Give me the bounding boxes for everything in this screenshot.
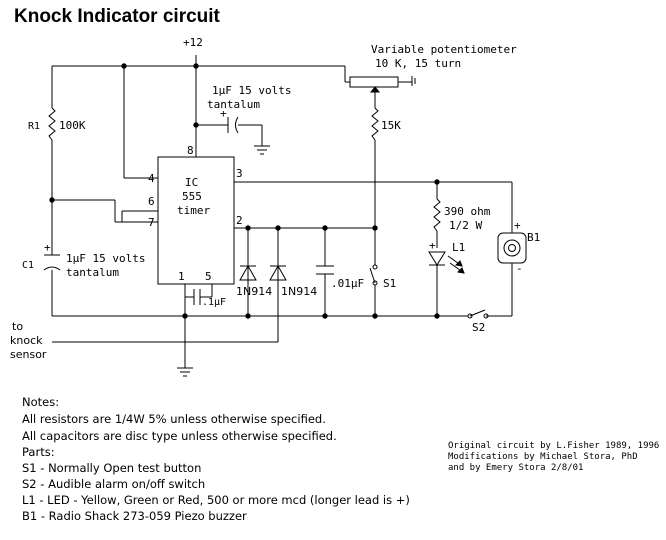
r1-ref-label: R1 [28, 121, 40, 132]
r3-power-label: 1/2 W [449, 219, 482, 232]
diode-2-label: 1N914 [281, 285, 317, 298]
diagram-title: Knock Indicator circuit [14, 6, 221, 27]
diode-1: 1N914 [236, 264, 272, 298]
led-label: L1 [452, 241, 465, 254]
svg-text:+: + [429, 239, 436, 252]
c1-ref-label: C1 [22, 260, 34, 271]
r1-value-label: 100K [59, 119, 86, 132]
credits: Original circuit by L.Fisher 1989, 1996 … [448, 441, 659, 473]
ic-pin-7: 7 [148, 216, 155, 229]
note-line: Notes: [22, 395, 59, 409]
ic-pin-2: 2 [236, 214, 243, 227]
note-line: All capacitors are disc type unless othe… [22, 429, 337, 443]
capacitor-0-01uf: .01μF [316, 265, 364, 290]
ground-symbol-bottom [177, 367, 193, 377]
r2-value-label: 15K [381, 119, 401, 132]
diode-2: 1N914 [269, 264, 317, 298]
buzzer-b1: + - B1 [497, 219, 540, 275]
sensor-label-3: sensor [10, 348, 47, 361]
sensor-label-1: to [12, 320, 23, 333]
note-line: S1 - Normally Open test button [22, 461, 201, 475]
capacitor-0-1uf: .1μF [185, 289, 226, 308]
led-l1: + L1 [428, 239, 465, 274]
sensor-label-2: knock [10, 334, 43, 347]
note-line: B1 - Radio Shack 273-059 Piezo buzzer [22, 509, 247, 523]
ic-pin-4: 4 [148, 172, 155, 185]
ic-label-1: IC [185, 176, 198, 189]
diode-1-label: 1N914 [236, 285, 272, 298]
credit-line: Original circuit by L.Fisher 1989, 1996 [448, 441, 659, 451]
ic-pin-3: 3 [236, 167, 243, 180]
pot-label-2: 10 K, 15 turn [375, 57, 461, 70]
notes: Notes: All resistors are 1/4W 5% unless … [22, 395, 410, 523]
junction-dots [49, 63, 440, 319]
pot-label-1: Variable potentiometer [371, 43, 517, 56]
potentiometer: Variable potentiometer 10 K, 15 turn [345, 43, 517, 93]
s1-label: S1 [383, 277, 396, 290]
r3-value-label: 390 ohm [444, 205, 491, 218]
note-line: Parts: [22, 445, 55, 459]
credit-line: and by Emery Stora 2/8/01 [448, 463, 583, 473]
svg-text:+: + [220, 107, 227, 120]
ic-pin-8: 8 [187, 144, 194, 157]
note-line: S2 - Audible alarm on/off switch [22, 477, 205, 491]
note-line: All resistors are 1/4W 5% unless otherwi… [22, 412, 326, 426]
ic-pin-1: 1 [178, 270, 185, 283]
c-top-label-1: 1μF 15 volts [212, 84, 291, 97]
credit-line: Modifications by Michael Stora, PhD [448, 452, 638, 462]
c1-label-2: tantalum [66, 266, 119, 279]
c-small-label: .1μF [202, 297, 226, 308]
switch-s1: S1 [369, 264, 396, 290]
wires [51, 55, 513, 368]
resistor-390-ohm: 390 ohm 1/2 W [433, 198, 491, 232]
note-line: L1 - LED - Yellow, Green or Red, 500 or … [22, 493, 410, 507]
ground-symbol-top [254, 145, 270, 155]
supply-label: +12 [183, 36, 203, 49]
s2-label: S2 [472, 321, 485, 334]
ic-555: IC 555 timer 4 6 7 8 3 2 1 5 [148, 144, 243, 285]
buzzer-minus: - [516, 262, 523, 275]
c-top-label-2: tantalum [207, 98, 260, 111]
c1-label-1: 1μF 15 volts [66, 252, 145, 265]
buzzer-plus: + [514, 219, 521, 232]
svg-text:+: + [44, 241, 51, 254]
tantalum-capacitor-top: + 1μF 15 volts tantalum [207, 84, 291, 134]
c-disc-label: .01μF [331, 277, 364, 290]
ic-label-2: 555 [182, 190, 202, 203]
resistor-15k: 15K [371, 107, 401, 141]
ic-label-3: timer [177, 204, 210, 217]
resistor-r1: R1 100K [28, 107, 86, 141]
switch-s2: S2 [467, 309, 489, 334]
knock-sensor-label: to knock sensor [10, 320, 47, 361]
ic-pin-6: 6 [148, 195, 155, 208]
ic-pin-5: 5 [205, 270, 212, 283]
tantalum-capacitor-c1: + C1 1μF 15 volts tantalum [22, 241, 145, 279]
buzzer-label: B1 [527, 231, 540, 244]
